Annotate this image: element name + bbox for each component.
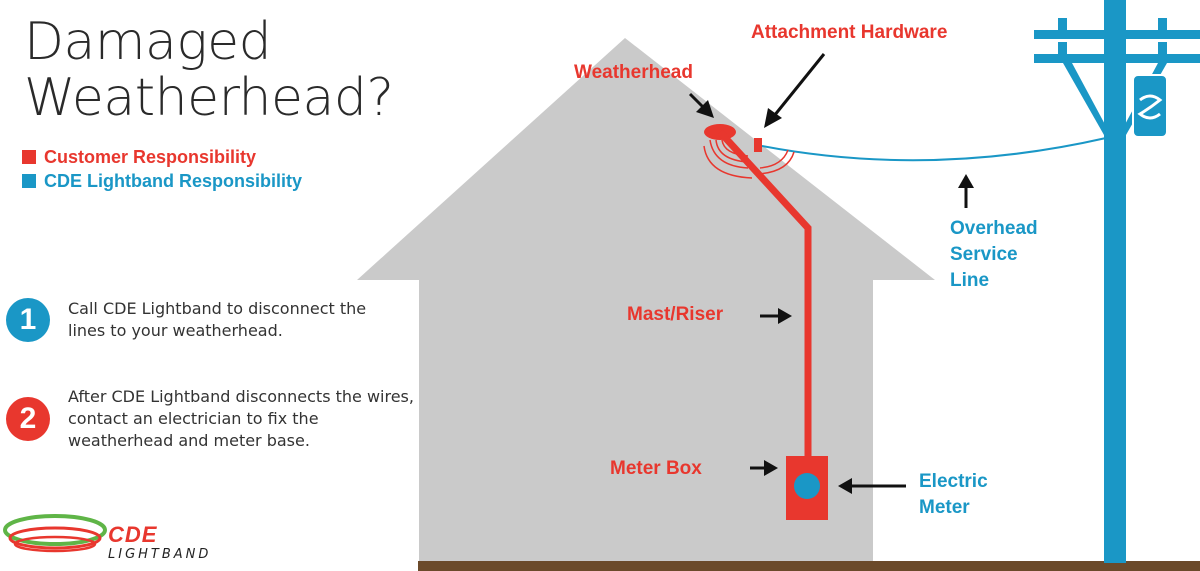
legend-label-utility: CDE Lightband Responsibility (44, 170, 303, 191)
overhead-service-line (761, 137, 1107, 162)
step-1-text: Call CDE Lightband to disconnect the lin… (68, 299, 367, 340)
legend-item-customer: Customer Responsibility (22, 145, 302, 169)
label-meter-box: Meter Box (610, 458, 702, 479)
label-electric-meter-line-1: Electric (919, 471, 988, 492)
step-1: 1 Call CDE Lightband to disconnect the l… (6, 298, 398, 342)
legend-label-customer: Customer Responsibility (44, 146, 257, 167)
mast-riser-pipe (717, 129, 812, 458)
step-1-badge: 1 (6, 298, 50, 342)
attachment-hardware-icon (754, 138, 762, 152)
step-2-text: After CDE Lightband disconnects the wire… (68, 387, 414, 450)
ground (418, 561, 1200, 571)
label-overhead-service-line: Overhead Service Line (950, 216, 1038, 294)
page-title: Damaged Weatherhead? (24, 12, 394, 128)
legend-swatch-utility (22, 174, 36, 188)
pointer-arrows (688, 53, 974, 494)
legend-swatch-customer (22, 150, 36, 164)
label-mast-riser: Mast/Riser (627, 304, 724, 325)
label-electric-meter-line-2: Meter (919, 497, 970, 518)
label-service-line-3: Line (950, 270, 990, 291)
label-service-line-2: Service (950, 244, 1018, 265)
cde-logo-swoosh (3, 514, 107, 553)
label-service-line-1: Overhead (950, 218, 1038, 239)
transformer-icon (1132, 74, 1168, 138)
logo-name: CDE (108, 522, 158, 547)
electric-meter-icon (794, 473, 820, 499)
label-electric-meter: Electric Meter (919, 469, 988, 521)
label-weatherhead: Weatherhead (574, 62, 693, 83)
logo-subtitle: LIGHTBAND (108, 547, 212, 562)
house-silhouette (357, 38, 935, 563)
legend-item-utility: CDE Lightband Responsibility (22, 169, 302, 193)
page-title-line-1: Damaged (24, 12, 272, 72)
step-2-badge: 2 (6, 397, 50, 441)
utility-pole (1034, 0, 1200, 563)
page-title-line-2: Weatherhead? (24, 68, 394, 128)
step-2: 2 After CDE Lightband disconnects the wi… (6, 386, 418, 452)
label-attachment-hardware: Attachment Hardware (751, 22, 948, 43)
responsibility-legend: Customer Responsibility CDE Lightband Re… (22, 145, 302, 193)
